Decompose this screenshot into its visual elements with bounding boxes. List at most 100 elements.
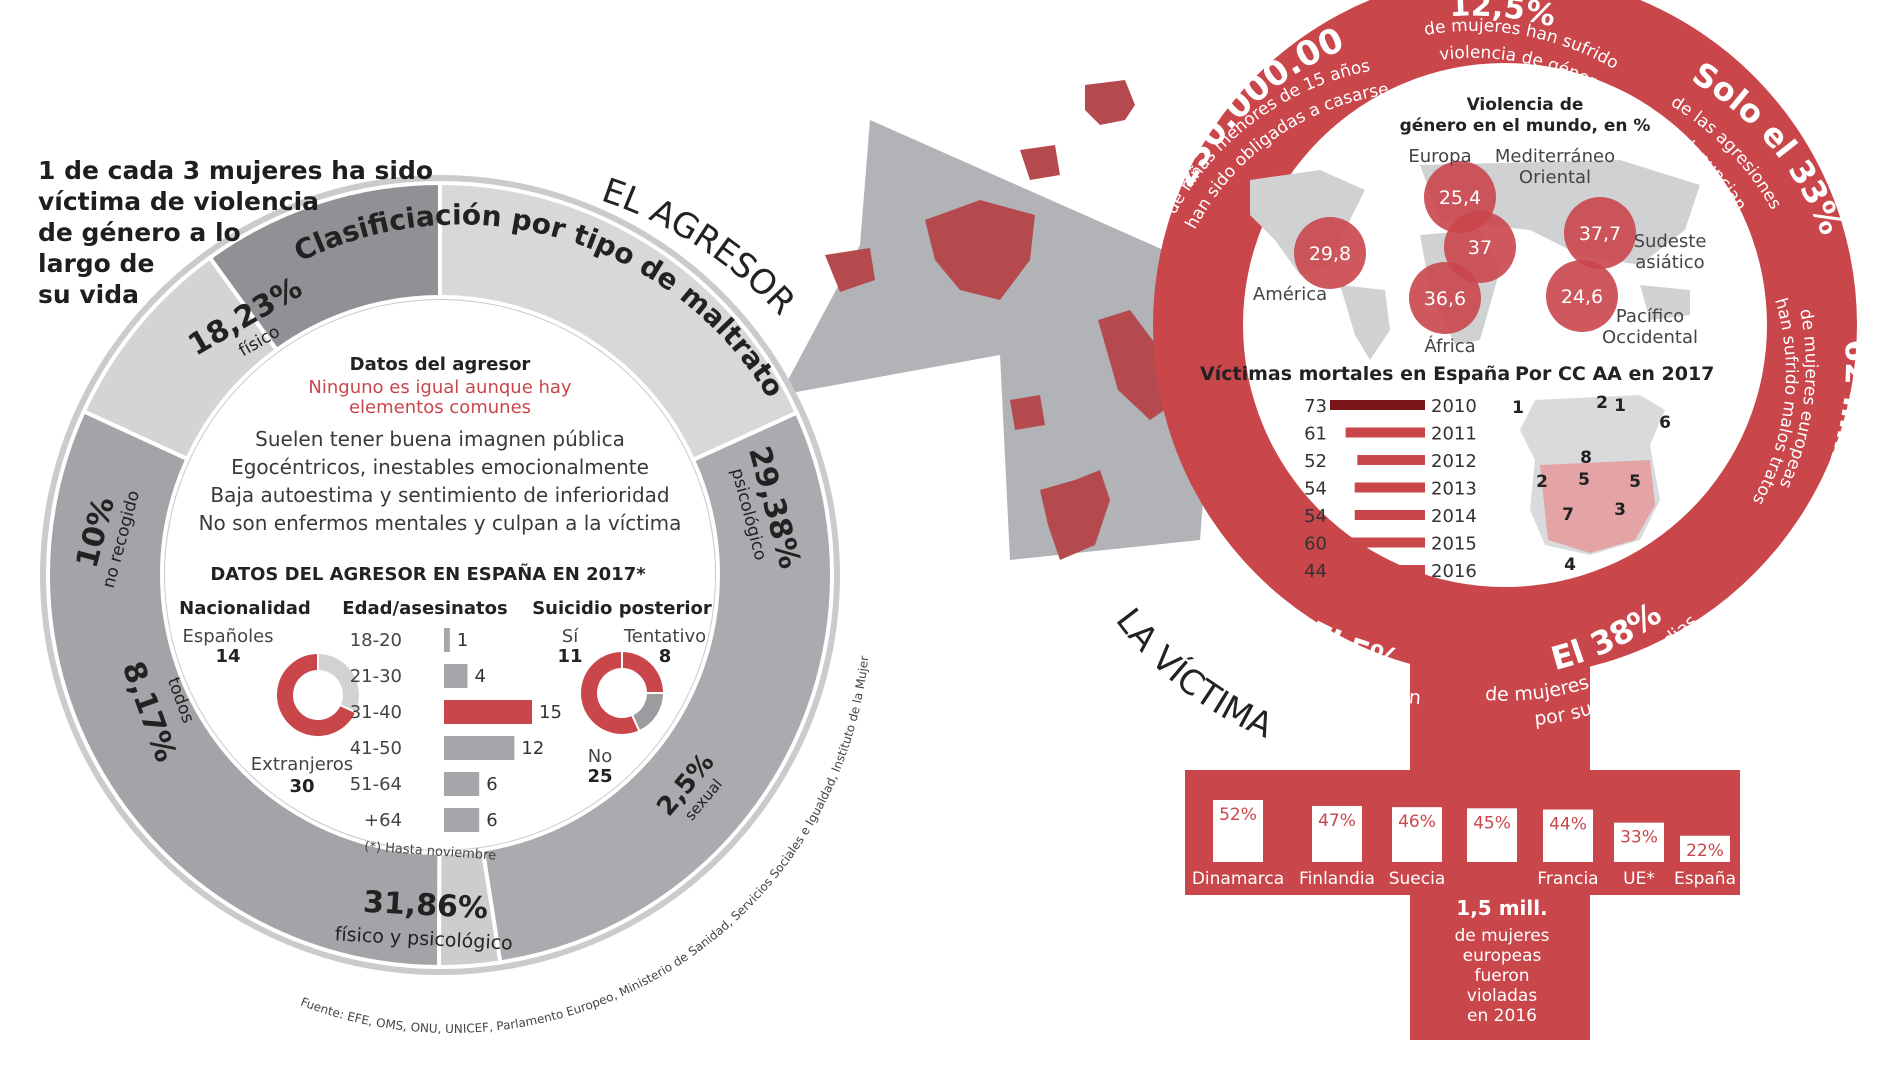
espanoles-value: 14 (215, 646, 240, 667)
region-value: 37,7 (1579, 223, 1621, 245)
headline-line: largo de (38, 249, 155, 278)
no-value: 25 (587, 766, 612, 787)
violadas-line: violadas (1467, 986, 1538, 1006)
headline-line: su vida (38, 280, 140, 309)
violadas-big: 1,5 mill. (1456, 896, 1547, 920)
ccaa-number: 4 (1564, 555, 1576, 575)
edad-bar (444, 736, 515, 760)
country-name-label: España (1674, 869, 1736, 889)
violadas-line: europeas (1463, 946, 1542, 966)
datos-title: Datos del agresor (350, 354, 531, 375)
country-value-label: 45% (1473, 813, 1511, 833)
region-value: 25,4 (1439, 187, 1481, 209)
espanoles-label: Españoles (182, 626, 273, 647)
map-south-america (1340, 285, 1390, 360)
violadas-line: en 2016 (1467, 1006, 1537, 1026)
ccaa-number: 2 (1596, 393, 1608, 413)
violadas-line: fueron (1474, 966, 1529, 986)
nacionalidad-donut (275, 651, 361, 738)
region-name: Occidental (1602, 327, 1698, 348)
country-bar (1312, 805, 1362, 862)
edad-value-label: 4 (474, 666, 485, 687)
espana-title: DATOS DEL AGRESOR EN ESPAÑA EN 2017* (210, 562, 646, 585)
country-bar (1392, 807, 1442, 862)
mortales-title: Víctimas mortales en España (1200, 363, 1510, 385)
mortales-bar (1330, 400, 1425, 410)
suicidio-title: Suicidio posterior (532, 598, 712, 619)
mortales-value-label: 73 (1304, 396, 1327, 417)
si-label: Sí (562, 626, 579, 647)
country-bar (1680, 835, 1730, 862)
maltrato-segment (480, 410, 834, 965)
trait-item: Suelen tener buena imagnen pública (255, 427, 625, 451)
edad-bar (444, 700, 532, 724)
headline: 1 de cada 3 mujeres ha sido víctima de v… (38, 155, 458, 310)
suicidio-donut (579, 649, 666, 736)
mortales-bar (1354, 510, 1425, 520)
ccaa-number: 1 (1614, 396, 1626, 416)
edad-bar (444, 628, 450, 652)
edad-bar (444, 808, 480, 832)
country-name-label: Francia (1537, 869, 1598, 889)
violadas-stat: 1,5 mill. de mujeres europeas fueron vio… (1454, 896, 1549, 1026)
country-name-label: UE* (1623, 869, 1655, 889)
extranjeros-label: Extranjeros (251, 754, 353, 775)
tentativo-value: 8 (659, 646, 672, 667)
trait-item: Egocéntricos, inestables emocionalmente (231, 455, 649, 479)
world-title-1: Violencia de (1467, 95, 1584, 115)
region-name: Mediterráneo (1495, 146, 1615, 167)
map-fragment (1020, 145, 1060, 180)
region-value: 29,8 (1309, 243, 1351, 265)
mortales-year-label: 2014 (1431, 506, 1477, 527)
edad-range-label: +64 (364, 810, 402, 831)
edad-range-label: 31-40 (350, 702, 402, 723)
mortales-value-label: 61 (1304, 424, 1327, 445)
mortales-value-label: 60 (1304, 534, 1327, 555)
country-value-label: 52% (1219, 805, 1257, 825)
victima-neck (1410, 650, 1590, 770)
region-value: 24,6 (1561, 286, 1603, 308)
country-name-label: Finlandia (1299, 869, 1375, 889)
region-bubble (1444, 211, 1516, 283)
maltrato-segment (46, 408, 442, 970)
map-fragment (1010, 395, 1045, 430)
edad-value-label: 15 (539, 702, 562, 723)
country-bar (1213, 800, 1263, 862)
ccaa-number: 7 (1562, 505, 1574, 525)
trait-item: Baja autoestima y sentimiento de inferio… (210, 483, 669, 507)
mortales-year-label: 2011 (1431, 424, 1477, 445)
world-title-2: género en el mundo, en % (1400, 116, 1651, 136)
mortales-value-label: 44 (1304, 561, 1327, 582)
extranjeros-value: 30 (289, 776, 314, 797)
agresor-symbol (40, 120, 1220, 975)
edad-title: Edad/asesinatos (342, 598, 507, 619)
headline-line: de género a lo (38, 218, 241, 247)
country-value-label: 46% (1398, 812, 1436, 832)
no-label: No (588, 746, 612, 767)
edad-range-label: 18-20 (350, 630, 402, 651)
edad-value-label: 1 (457, 630, 468, 651)
segment-no-recogido-label: 10% no recogido (70, 488, 144, 590)
ccaa-number: 2 (1536, 472, 1548, 492)
datos-subtitle-1: Ninguno es igual aunque hay (308, 377, 572, 398)
country-name-label: Dinamarca (1192, 869, 1284, 889)
country-value-label: 47% (1318, 811, 1356, 831)
mortales-year-label: 2016 (1431, 561, 1477, 582)
country-name-label: Suecia (1389, 869, 1446, 889)
mortales-year-label: 2012 (1431, 451, 1477, 472)
spain-map (1520, 395, 1665, 555)
ccaa-title: Por CC AA en 2017 (1515, 363, 1714, 385)
edad-range-label: 21-30 (350, 666, 402, 687)
region-name: Sudeste (1634, 231, 1707, 252)
ccaa-number: 5 (1578, 470, 1590, 490)
country-bar (1543, 809, 1593, 862)
region-name: Pacífico (1616, 306, 1684, 327)
mortales-year-label: 2010 (1431, 396, 1477, 417)
edad-bar (444, 772, 480, 796)
map-oceania (1640, 285, 1690, 320)
region-name: África (1424, 335, 1475, 357)
